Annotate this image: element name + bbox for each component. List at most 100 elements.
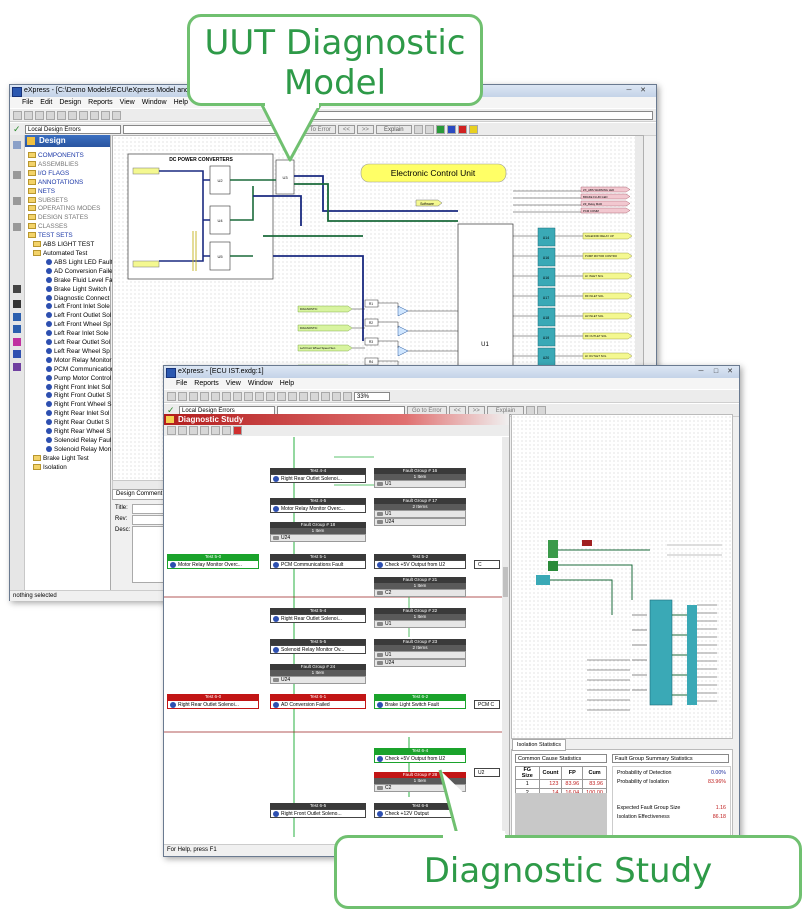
zoom-out-icon[interactable] (321, 391, 330, 401)
zoom-reset-icon[interactable] (343, 391, 352, 401)
tree-item[interactable]: SUBSETS (28, 196, 116, 206)
tree-item[interactable]: ASSEMBLIES (28, 160, 116, 170)
block-icon[interactable] (13, 285, 21, 293)
study-schematic-view[interactable] (511, 414, 733, 739)
open-icon[interactable] (24, 110, 33, 120)
run-icon[interactable] (167, 426, 176, 435)
sort-icon[interactable] (288, 391, 297, 401)
tree-item[interactable]: NETS (28, 187, 116, 197)
grid-icon[interactable] (90, 110, 99, 120)
menu-help[interactable]: Help (279, 380, 295, 387)
tree-item[interactable]: COMPONENTS (28, 152, 116, 161)
copy-icon[interactable] (68, 110, 77, 120)
open-icon[interactable] (178, 391, 187, 401)
tree-item[interactable]: Automated Test (28, 249, 116, 259)
tree-item[interactable]: Right Rear Outlet S (28, 419, 116, 428)
tools-icon[interactable] (222, 426, 231, 435)
save-icon[interactable] (189, 391, 198, 401)
undo-icon[interactable] (244, 391, 253, 401)
menu-window[interactable]: Window (247, 380, 273, 387)
minimize-icon[interactable]: ─ (626, 87, 632, 94)
number-icon[interactable] (13, 350, 21, 358)
tree-item[interactable]: DESIGN STATES (28, 214, 116, 223)
color-green-icon[interactable] (435, 124, 445, 134)
grid-icon[interactable] (266, 391, 275, 401)
tree-item[interactable]: Motor Relay Monitor (28, 356, 116, 366)
clipped-node[interactable]: PCM C (474, 700, 500, 709)
text-tool-icon[interactable] (13, 338, 21, 346)
tree-item[interactable]: ABS LIGHT TEST (28, 241, 116, 250)
tree-item[interactable]: Left Front Outlet Sol (28, 312, 116, 321)
tab-isolation-statistics[interactable]: Isolation Statistics (512, 739, 567, 751)
zoom-combo[interactable]: 33% (354, 391, 390, 401)
tree-item[interactable]: OPERATING MODES (28, 205, 116, 214)
paste-icon[interactable] (233, 391, 242, 401)
gear-icon[interactable] (413, 124, 423, 134)
tree-item[interactable]: PCM Communication (28, 365, 116, 375)
close-icon[interactable]: ✕ (640, 87, 646, 94)
model-view-combo[interactable]: Local Design Errors (25, 124, 121, 134)
tree-icon[interactable] (299, 391, 308, 401)
tree-item[interactable]: Brake Fluid Level Fa (28, 276, 116, 286)
tree-item[interactable]: Brake Light Switch I (28, 285, 116, 295)
model-prev-button[interactable]: << (337, 124, 355, 134)
layers-icon[interactable] (424, 124, 434, 134)
color-yellow-icon[interactable] (468, 124, 478, 134)
tree-item[interactable]: Left Front Inlet Sole (28, 303, 116, 312)
print-icon[interactable] (255, 391, 264, 401)
stop-icon[interactable] (233, 426, 242, 435)
print-icon[interactable] (46, 110, 55, 120)
minimize-icon[interactable]: ─ (698, 368, 704, 375)
flow-icon[interactable] (13, 325, 21, 333)
wire-icon[interactable] (13, 171, 21, 179)
tree-item[interactable]: Right Front Wheel S (28, 401, 116, 410)
chart-icon[interactable] (13, 313, 21, 321)
tree-item[interactable]: I/O FLAGS (28, 169, 116, 179)
tree-item[interactable]: Right Front Outlet S (28, 392, 116, 401)
tree-item[interactable]: TEST SETS (28, 232, 116, 241)
check-icon[interactable]: ✓ (167, 404, 175, 415)
menu-help[interactable]: Help (173, 99, 189, 106)
close-icon[interactable]: ✕ (727, 368, 733, 375)
save-icon[interactable] (35, 110, 44, 120)
common-cause-combo[interactable]: Common Cause Statistics (515, 754, 607, 763)
filter-icon[interactable] (178, 426, 187, 435)
tree-item[interactable]: AD Conversion Failed (28, 267, 116, 277)
menu-file[interactable]: File (176, 380, 188, 387)
table-icon[interactable] (277, 391, 286, 401)
clipped-node[interactable]: C (474, 560, 500, 569)
color-red-icon[interactable] (457, 124, 467, 134)
port-icon[interactable] (13, 223, 21, 231)
check-icon[interactable]: ✓ (13, 123, 21, 134)
tree-item[interactable]: ANNOTATIONS (28, 178, 116, 188)
node-icon[interactable] (13, 197, 21, 205)
document-icon[interactable] (189, 426, 198, 435)
fault-group-summary-combo[interactable]: Fault Group Summary Statistics (612, 754, 729, 763)
tree-item[interactable]: Right Front Inlet Sol (28, 383, 116, 393)
tree-item[interactable]: Right Rear Wheel S (28, 428, 116, 437)
study-vscroll-thumb[interactable] (503, 567, 508, 597)
menu-reports[interactable]: Reports (88, 99, 113, 106)
zoom-out-icon[interactable] (211, 426, 220, 435)
menu-edit[interactable]: Edit (40, 99, 53, 106)
menu-view[interactable]: View (225, 380, 241, 387)
tree-item[interactable]: Left Rear Inlet Sole (28, 330, 116, 339)
tree-item[interactable]: Left Rear Wheel Sp (28, 347, 116, 357)
tree-item[interactable]: Brake Light Test (28, 454, 116, 464)
model-next-button[interactable]: >> (356, 124, 374, 134)
zoom-fit-icon[interactable] (332, 391, 341, 401)
tree-item[interactable]: Diagnostic Connect (28, 294, 116, 304)
pointer-icon[interactable] (13, 141, 21, 149)
tree-item[interactable]: ABS Light LED Fault (28, 258, 116, 268)
study-vscroll[interactable] (502, 437, 509, 837)
tree-item[interactable]: Solenoid Relay Mon (28, 445, 116, 455)
menu-window[interactable]: Window (141, 99, 167, 106)
menu-view[interactable]: View (119, 99, 135, 106)
tree-item[interactable]: Isolation (28, 463, 116, 473)
menu-reports[interactable]: Reports (194, 380, 219, 387)
paste-icon[interactable] (79, 110, 88, 120)
tree-item[interactable]: CLASSES (28, 223, 116, 232)
tree-item[interactable]: Solenoid Relay Faul (28, 437, 116, 446)
schematic-vscroll[interactable] (635, 136, 643, 481)
cut-icon[interactable] (211, 391, 220, 401)
